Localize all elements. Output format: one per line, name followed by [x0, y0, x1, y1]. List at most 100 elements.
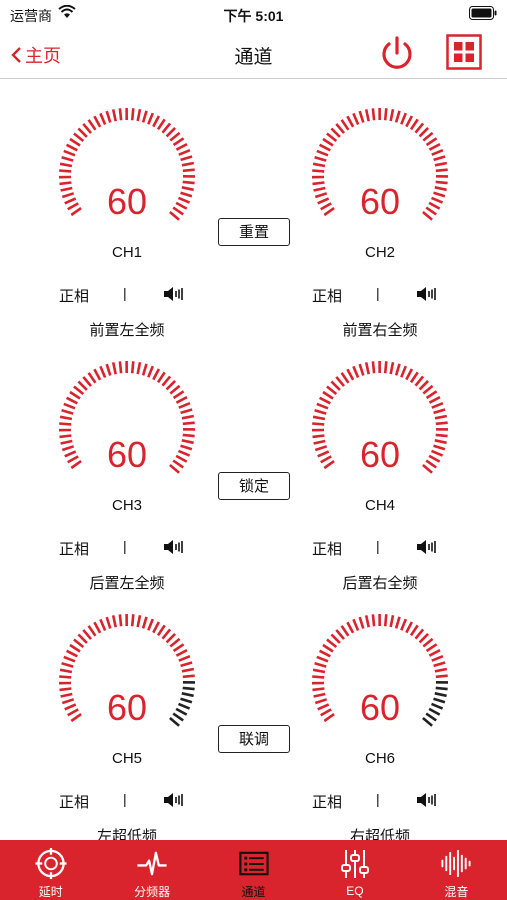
gauge-tick	[175, 201, 188, 210]
power-button[interactable]	[378, 34, 416, 72]
volume-gauge[interactable]	[307, 609, 453, 739]
phase-toggle[interactable]: 正相	[312, 794, 343, 811]
tab-channel[interactable]: 通道	[203, 840, 304, 900]
gauge-tick	[59, 434, 72, 439]
phase-row: 正相 |	[59, 285, 199, 305]
separator: |	[123, 285, 127, 301]
volume-gauge[interactable]	[307, 103, 453, 233]
speaker-icon[interactable]	[416, 286, 438, 306]
gauge-tick	[175, 142, 188, 151]
gauge-tick	[130, 614, 135, 627]
phase-row: 正相|	[312, 791, 452, 811]
gauge-tick	[312, 434, 325, 439]
gauge-tick	[82, 123, 92, 134]
gauge-tick	[69, 643, 81, 653]
gauge-tick	[434, 186, 447, 192]
gauge-tick	[177, 449, 191, 457]
gauge-tick	[172, 643, 185, 653]
gauge-tick	[425, 390, 438, 400]
gauge-tick	[70, 460, 82, 470]
gauge-tick	[105, 363, 112, 376]
tab-crossover[interactable]: 分频器	[101, 840, 202, 900]
gauge-tick	[364, 615, 370, 628]
gauge-tick	[371, 108, 376, 121]
gauge-tick	[371, 614, 376, 627]
speaker-icon[interactable]	[416, 792, 438, 812]
gauge-tick	[340, 625, 350, 637]
gauge-tick	[425, 206, 437, 216]
phase-toggle[interactable]: 正相	[59, 794, 90, 811]
gauge-tick	[433, 408, 446, 415]
gauge-tick	[371, 361, 376, 374]
gauge-tick	[141, 363, 148, 376]
gauge-tick	[152, 368, 161, 381]
gauge-tick	[180, 661, 193, 668]
link-button[interactable]: 联调	[218, 725, 290, 753]
gauge-tick	[352, 365, 360, 379]
lock-button[interactable]: 锁定	[218, 472, 290, 500]
gauge-tick	[182, 180, 195, 185]
gauge-tick	[152, 621, 161, 634]
gauge-tick	[67, 455, 79, 464]
gauge-tick	[340, 119, 350, 131]
phase-toggle[interactable]: 正相	[59, 288, 90, 305]
gauge-tick	[172, 712, 184, 722]
gauge-tick	[82, 376, 92, 387]
speaker-icon[interactable]	[416, 539, 438, 559]
gauge-tick	[400, 618, 408, 631]
tab-delay[interactable]: 延时	[0, 840, 101, 900]
gauge-tick	[418, 126, 430, 138]
gauge-tick	[425, 459, 437, 469]
gauge-tick	[178, 148, 191, 156]
gauge-tick	[434, 692, 447, 698]
channel-name: CH1	[111, 244, 142, 261]
speaker-icon[interactable]	[163, 792, 185, 812]
gauge-tick	[99, 112, 107, 126]
tab-eq[interactable]: EQ	[304, 840, 405, 900]
phase-toggle[interactable]: 正相	[312, 288, 343, 305]
volume-gauge[interactable]	[54, 609, 200, 739]
gauge-tick	[422, 211, 433, 221]
back-button[interactable]: 主页	[10, 42, 61, 68]
gauge-tick	[60, 186, 73, 192]
gauge-tick	[434, 161, 448, 167]
gauge-tick	[422, 131, 434, 142]
gauge-tick	[389, 361, 395, 375]
gauge-tick	[409, 118, 419, 131]
volume-gauge[interactable]	[54, 103, 200, 233]
gauge-tick	[428, 142, 441, 151]
gauge-tick	[182, 433, 195, 438]
gauge-tick	[60, 439, 73, 445]
gauge-tick	[169, 384, 181, 395]
gauge-tick	[180, 444, 193, 451]
gauge-tick	[431, 654, 444, 662]
tab-bar: 延时 分频器 通道 EQ 混音	[0, 840, 507, 900]
volume-gauge[interactable]	[307, 356, 453, 486]
gauge-tick	[156, 624, 166, 637]
speaker-icon[interactable]	[163, 539, 185, 559]
phase-toggle[interactable]: 正相	[312, 541, 343, 558]
channel-name: CH6	[364, 750, 395, 767]
gauge-tick	[435, 674, 448, 679]
gauge-tick	[435, 180, 448, 185]
gauge-tick	[59, 415, 73, 421]
grid-menu-button[interactable]	[446, 34, 482, 70]
reset-button[interactable]: 重置	[218, 218, 290, 246]
tab-mix[interactable]: 混音	[406, 840, 507, 900]
gauge-tick	[312, 415, 326, 421]
gauge-tick	[400, 365, 408, 378]
soundwave-icon	[441, 849, 471, 878]
gauge-tick	[67, 202, 79, 211]
speaker-icon[interactable]	[163, 286, 185, 306]
volume-gauge[interactable]	[54, 356, 200, 486]
gauge-tick	[422, 717, 433, 727]
gauge-tick	[313, 186, 326, 192]
gauge-tick	[316, 655, 329, 663]
gauge-tick	[147, 365, 155, 378]
gauge-tick	[61, 192, 75, 199]
gauge-tick	[428, 707, 441, 716]
grid-icon	[446, 34, 482, 70]
phase-toggle[interactable]: 正相	[59, 541, 90, 558]
